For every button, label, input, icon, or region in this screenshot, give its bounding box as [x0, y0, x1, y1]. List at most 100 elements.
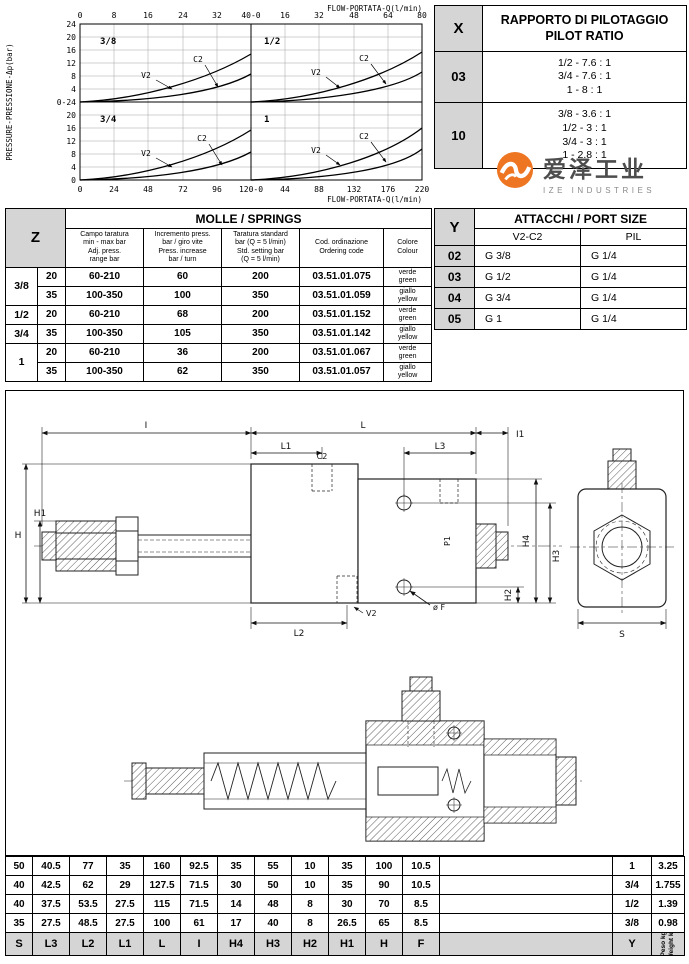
curve-34-c2: [79, 151, 252, 181]
dim-label-h3: H3: [552, 550, 562, 563]
header-line: bar (Q = 5 l/min): [235, 239, 286, 247]
dim-cell: 62: [69, 875, 107, 895]
adj-cell: 35: [36, 361, 67, 382]
adj-cell: 20: [36, 304, 67, 325]
pilot-corner-x: X: [434, 5, 483, 52]
code-cell: 03.51.01.067: [299, 342, 385, 363]
dim-cell: 77: [69, 856, 107, 876]
pilot-row-03: 03 1/2 - 7.6 : 1 3/4 - 7.6 : 1 1 - 8 : 1: [434, 50, 687, 104]
port-col-pil: PIL: [579, 228, 688, 246]
dim-cell: 27.5: [32, 913, 70, 933]
pressure-flow-chart: FLOW-PORTATA-Q(l/min) FLOW-PORTATA-Q(l/m…: [2, 2, 432, 211]
port-row: 04 G 3/4 G 1/4: [434, 287, 688, 309]
springs-table: Z MOLLE / SPRINGS Campo taratura min - m…: [4, 208, 433, 382]
dim-cell-empty: [439, 913, 613, 933]
dim-cell: 37.5: [32, 894, 70, 914]
dim-cell: 40: [5, 894, 33, 914]
colour-it: verde: [398, 306, 417, 314]
dim-cell: 27.5: [106, 913, 144, 933]
dim-header-weight: Peso kg Weight kg: [651, 932, 685, 956]
ratio-line: 1/2 - 3 : 1: [562, 122, 607, 135]
pilot-code: 10: [434, 102, 483, 169]
dim-cell: 55: [254, 856, 292, 876]
header-line: Std. setting bar: [236, 247, 285, 255]
chart-leader-arrows: [155, 63, 387, 168]
weight-label-it: Peso kg: [660, 932, 668, 956]
port-v2c2: G 3/8: [474, 245, 581, 267]
watermark-text: 爱泽工业 IZE INDUSTRIES: [543, 150, 655, 195]
size-label-38: 3/8: [100, 37, 116, 47]
dim-cell: 27.5: [106, 894, 144, 914]
dim-cell-y: 1/2: [612, 894, 652, 914]
colour-en: yellow: [397, 295, 418, 303]
port-v2c2: G 1: [474, 308, 581, 330]
dim-cell: 65: [365, 913, 403, 933]
port-pil: G 1/4: [579, 245, 688, 267]
dimension-table: 50 40.5 77 35 160 92.5 35 55 10 35 100 1…: [5, 856, 685, 956]
dim-cell: 90: [365, 875, 403, 895]
header-line: Campo taratura: [80, 231, 129, 238]
ize-logo-icon: [496, 151, 534, 194]
dim-cell: 30: [328, 894, 366, 914]
dim-header: H4: [217, 932, 255, 956]
dim-cell: 35: [106, 856, 144, 876]
size-cell: 3/4: [5, 323, 38, 344]
dim-label-l: L: [360, 421, 365, 431]
port-row: 05 G 1 G 1/4: [434, 308, 688, 330]
header-line: Incremento press.: [154, 231, 211, 238]
pilot-ratios: 1/2 - 7.6 : 1 3/4 - 7.6 : 1 1 - 8 : 1: [482, 50, 687, 104]
tick: 0: [71, 176, 76, 185]
ratio-line: 1/2 - 7.6 : 1: [557, 56, 612, 69]
technical-drawing-section: I L I1 L1 C2 L3 H H1 H4 H3 H2 P1 ø F V2 …: [5, 390, 684, 856]
tick: 80: [417, 11, 427, 20]
dim-header-row: S L3 L2 L1 L I H4 H3 H2 H1 H F Y Peso kg…: [5, 932, 685, 956]
header-line: bar / turn: [168, 256, 197, 264]
port-pil: G 1/4: [579, 287, 688, 309]
colour-cell: giallo yellow: [383, 361, 433, 382]
setting-cell: 200: [221, 304, 301, 325]
dim-cell: 10: [291, 856, 329, 876]
side-view: [34, 463, 562, 604]
header-increase: Incremento press. bar / giro vite Press.…: [143, 228, 223, 268]
dim-cell: 10.5: [402, 875, 440, 895]
dim-cell: 42.5: [32, 875, 70, 895]
dim-label-i1: I1: [516, 430, 524, 440]
increase-cell: 62: [143, 361, 223, 382]
springs-section: Z MOLLE / SPRINGS Campo taratura min - m…: [4, 208, 433, 382]
dim-cell-weight: 1.755: [651, 875, 685, 895]
dim-header: I: [180, 932, 218, 956]
dim-cell: 48: [254, 894, 292, 914]
technical-drawing-svg: I L I1 L1 C2 L3 H H1 H4 H3 H2 P1 ø F V2 …: [15, 421, 674, 842]
header-line: bar / giro vite: [162, 239, 203, 247]
tick: 16: [280, 11, 290, 20]
tick: 0-24: [57, 98, 76, 107]
curve-34-v2: [79, 129, 252, 181]
range-cell: 100-350: [65, 285, 145, 306]
range-cell: 100-350: [65, 361, 145, 382]
header-colour: Colore Colour: [383, 228, 433, 268]
dim-cell: 8.5: [402, 913, 440, 933]
top-axis-ticks: 0 8 16 24 32 40-0 16 32 48 64 80: [78, 11, 427, 20]
side-view-dimensions: [22, 427, 556, 629]
dim-cell-weight: 0.98: [651, 913, 685, 933]
v2-label: V2: [311, 146, 321, 155]
colour-it: giallo: [399, 325, 416, 333]
dim-header: L3: [32, 932, 70, 956]
dim-label-h1: H1: [34, 509, 47, 519]
dim-row: 40 42.5 62 29 127.5 71.5 30 50 10 35 90 …: [5, 875, 685, 895]
header-setting: Taratura standard bar (Q = 5 l/min) Std.…: [221, 228, 301, 268]
dim-header: L1: [106, 932, 144, 956]
watermark-name-en: IZE INDUSTRIES: [543, 186, 656, 195]
ratio-line: 3/4 - 7.6 : 1: [557, 70, 612, 83]
header-line: min - max bar: [83, 239, 126, 247]
pilot-ratio-section: X RAPPORTO DI PILOTAGGIO PILOT RATIO 03 …: [434, 5, 687, 169]
tick: 24: [66, 20, 76, 29]
dim-cell: 50: [254, 875, 292, 895]
port-size-table: Y ATTACCHI / PORT SIZE V2-C2 PIL 02 G 3/…: [434, 208, 688, 330]
code-cell: 03.51.01.057: [299, 361, 385, 382]
colour-it: verde: [398, 344, 417, 352]
code-cell: 03.51.01.059: [299, 285, 385, 306]
tick: 16: [66, 124, 76, 133]
ratio-line: 3/8 - 3.6 : 1: [557, 108, 612, 121]
